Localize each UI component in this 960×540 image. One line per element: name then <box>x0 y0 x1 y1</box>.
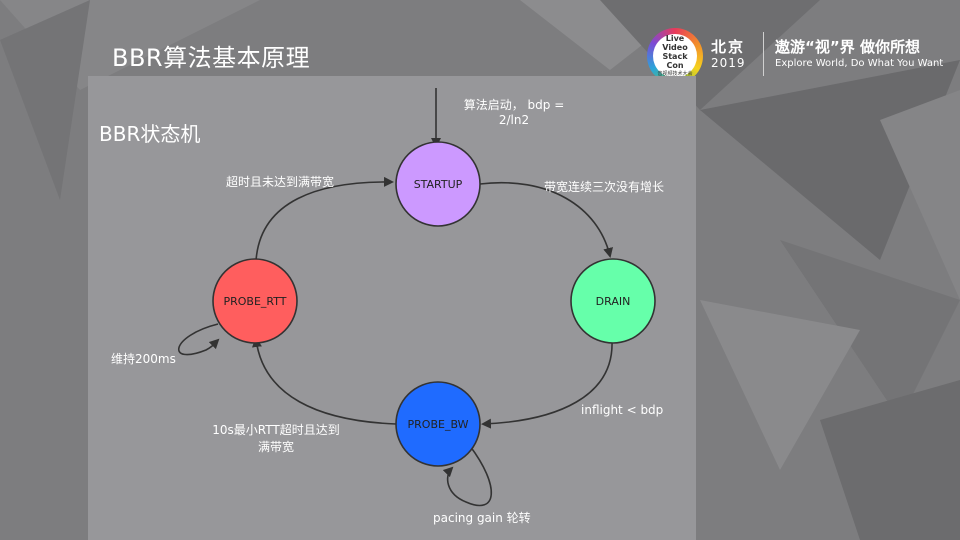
probe-bw-to-probe-rtt-arrow <box>252 337 397 425</box>
event-city: 北京 <box>711 38 746 56</box>
drain-to-probe-bw-arrow <box>481 340 613 429</box>
logo-line: Live Video <box>662 33 688 52</box>
probe-rtt-self-label: 维持200ms <box>111 352 176 366</box>
diagram-panel: BBR状态机 STARTUP DRAIN PROBE_BW PROBE_R <box>88 76 696 540</box>
state-probe-bw-label: PROBE_BW <box>408 418 469 431</box>
state-probe-rtt-label: PROBE_RTT <box>223 295 286 308</box>
entry-label: 算法启动， bdp = 2/ln2 <box>463 98 565 127</box>
slogan-chinese: 遨游“视”界 做你所想 <box>775 38 920 56</box>
probe-rtt-self-loop <box>178 323 220 356</box>
startup-to-drain-label: 带宽连续三次没有增长 <box>544 180 665 194</box>
probe-rtt-to-startup-arrow <box>255 176 394 262</box>
probe-bw-self-loop <box>442 445 493 507</box>
slogan-english: Explore World, Do What You Want <box>775 58 944 69</box>
state-probe-bw <box>395 381 481 467</box>
diagram-title: BBR状态机 <box>99 122 201 146</box>
logo-line: 音视频技术大会 <box>657 70 693 77</box>
conference-brand: Live Video Stack Con 音视频技术大会 北京 2019 遨游“… <box>645 26 945 86</box>
state-drain <box>570 258 656 344</box>
state-startup-label: STARTUP <box>414 178 463 191</box>
conference-logo: Live Video Stack Con 音视频技术大会 <box>647 28 703 84</box>
state-machine-diagram: STARTUP DRAIN PROBE_BW PROBE_RTT <box>178 88 656 507</box>
state-startup <box>395 141 481 227</box>
probe-bw-self-label: pacing gain 轮转 <box>433 511 531 525</box>
slide-title: BBR算法基本原理 <box>112 44 311 72</box>
state-drain-label: DRAIN <box>596 295 631 308</box>
state-probe-rtt <box>212 258 298 344</box>
event-year: 2019 <box>711 56 746 70</box>
header-divider <box>763 32 764 76</box>
logo-line: Stack Con <box>662 51 688 70</box>
probe-rtt-to-startup-label: 超时且未达到满带宽 <box>226 175 335 189</box>
startup-to-drain-arrow <box>479 182 613 258</box>
drain-to-probe-bw-label: inflight < bdp <box>581 403 664 417</box>
probe-bw-to-probe-rtt-label: 10s最小RTT超时且达到满带宽 <box>212 423 340 454</box>
